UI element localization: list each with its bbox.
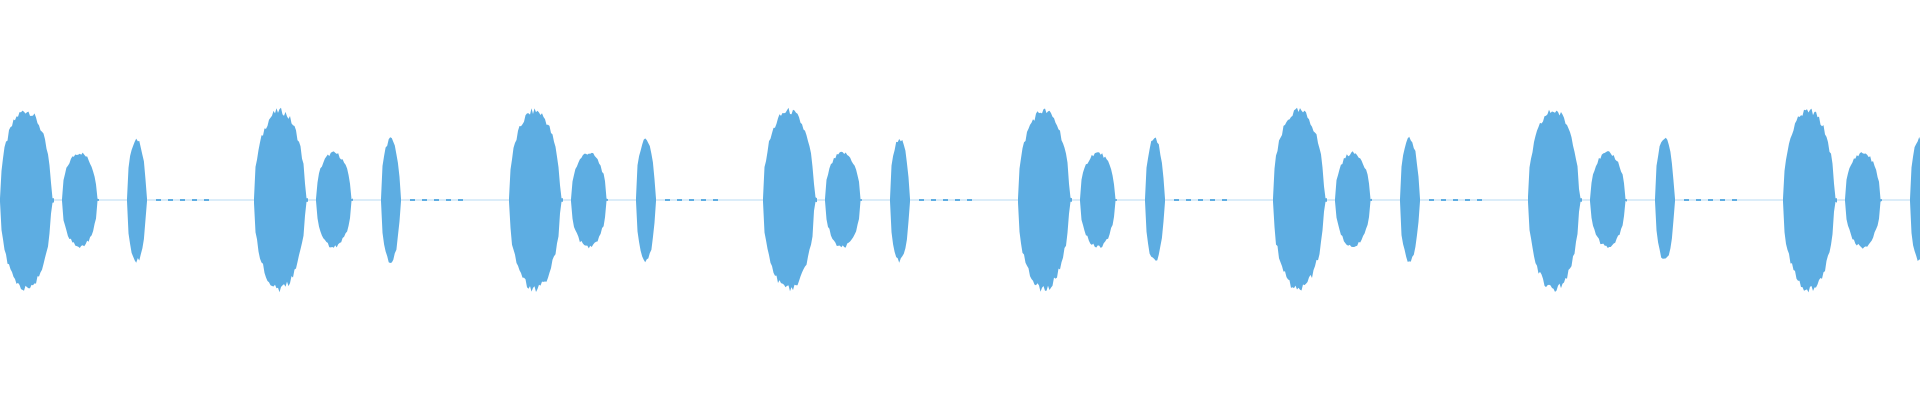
waveform-burst	[1018, 108, 1072, 292]
waveform-burst	[1400, 136, 1420, 262]
waveform-burst-group	[254, 107, 463, 293]
waveform-burst	[1845, 152, 1882, 249]
waveform-burst	[316, 151, 353, 248]
waveform-burst-group	[763, 107, 972, 292]
waveform-burst-group	[1018, 108, 1227, 292]
waveform-burst-group	[509, 108, 718, 292]
waveform-burst	[1910, 137, 1920, 261]
waveform-burst	[0, 110, 54, 291]
waveform-burst-group	[1528, 109, 1737, 292]
waveform-burst-group	[0, 110, 209, 291]
waveform-burst	[1273, 107, 1327, 291]
waveform-burst	[571, 152, 608, 249]
waveform-burst	[1528, 109, 1582, 292]
waveform-burst	[636, 138, 656, 263]
waveform-burst	[890, 139, 910, 263]
waveform-bursts	[0, 107, 1920, 293]
waveform-burst-group	[1273, 107, 1482, 291]
waveform-burst	[825, 151, 862, 248]
waveform-burst	[62, 152, 99, 248]
waveform-burst	[254, 107, 308, 293]
waveform-burst	[1655, 137, 1675, 259]
waveform-burst	[1783, 108, 1837, 293]
waveform-burst	[1335, 151, 1372, 247]
waveform-burst	[1590, 151, 1627, 248]
waveform-burst	[381, 137, 401, 263]
waveform-burst	[1145, 137, 1165, 261]
waveform-burst	[509, 108, 563, 292]
waveform-burst	[127, 138, 147, 263]
waveform-burst	[1080, 152, 1117, 248]
waveform-burst	[763, 107, 817, 292]
waveform-burst-group	[1783, 108, 1920, 293]
